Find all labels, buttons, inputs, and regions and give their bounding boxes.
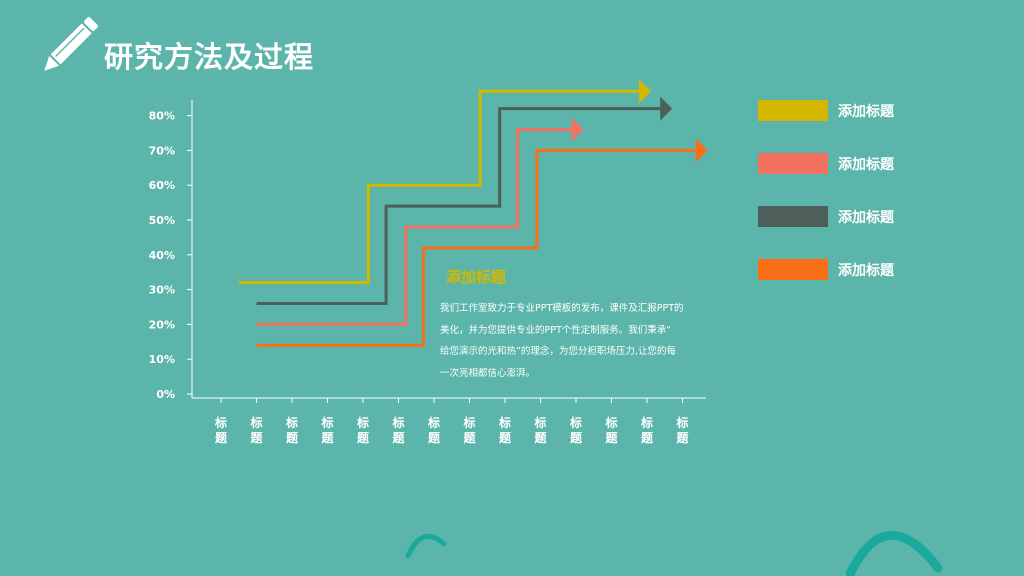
legend-item: 添加标题 [758, 100, 958, 122]
series-arrow-head [695, 138, 708, 163]
legend: 添加标题 添加标题 添加标题 添加标题 [758, 100, 958, 312]
y-tick-label: 30% [149, 284, 175, 297]
legend-label: 添加标题 [838, 104, 894, 120]
x-tick-label: 标题 [285, 415, 299, 445]
legend-swatch [758, 153, 828, 174]
legend-label: 添加标题 [838, 263, 894, 279]
legend-label: 添加标题 [838, 157, 894, 173]
series-line [256, 107, 662, 306]
y-tick-label: 20% [149, 318, 175, 331]
x-tick-label: 标题 [569, 415, 583, 445]
y-tick-label: 10% [149, 353, 175, 366]
y-tick-label: 40% [149, 249, 175, 262]
legend-label: 添加标题 [838, 210, 894, 226]
x-tick-label: 标题 [320, 415, 334, 445]
text-block: 添加标题 我们工作室致力于专业PPT模板的发布，课件及汇报PPT的 美化，并为您… [440, 266, 720, 384]
legend-item: 添加标题 [758, 259, 958, 281]
x-tick-label: 标题 [640, 415, 654, 445]
x-tick-label: 标题 [391, 415, 405, 445]
x-tick-label: 标题 [356, 415, 370, 445]
legend-item: 添加标题 [758, 153, 958, 175]
x-tick-label: 标题 [533, 415, 547, 445]
y-tick-label: 60% [149, 179, 175, 192]
x-tick-label: 标题 [214, 415, 228, 445]
pencil-icon [44, 17, 98, 71]
series-arrow-head [660, 96, 673, 121]
legend-swatch [758, 206, 828, 227]
x-tick-label: 标题 [249, 415, 263, 445]
series-arrow-head [571, 117, 584, 142]
slide-title: 研究方法及过程 [104, 40, 315, 74]
x-tick-label: 标题 [498, 415, 512, 445]
x-tick-label: 标题 [675, 415, 689, 445]
x-tick-label: 标题 [604, 415, 618, 445]
series-arrow-head [638, 79, 651, 104]
decorative-arc-small [405, 533, 447, 558]
series-line [238, 89, 640, 285]
legend-swatch [758, 100, 828, 121]
legend-item: 添加标题 [758, 206, 958, 228]
x-tick-label: 标题 [462, 415, 476, 445]
text-block-title: 添加标题 [446, 268, 507, 286]
y-tick-label: 0% [156, 388, 175, 401]
y-tick-label: 70% [149, 144, 175, 157]
y-tick-label: 80% [149, 110, 175, 123]
legend-swatch [758, 259, 828, 280]
decorative-arc-large [846, 531, 942, 576]
text-block-body: 我们工作室致力于专业PPT模板的发布，课件及汇报PPT的 美化，并为您提供专业的… [440, 303, 684, 379]
series-line [256, 148, 697, 347]
series-line [256, 128, 573, 326]
y-tick-label: 50% [149, 214, 175, 227]
x-tick-label: 标题 [427, 415, 441, 445]
